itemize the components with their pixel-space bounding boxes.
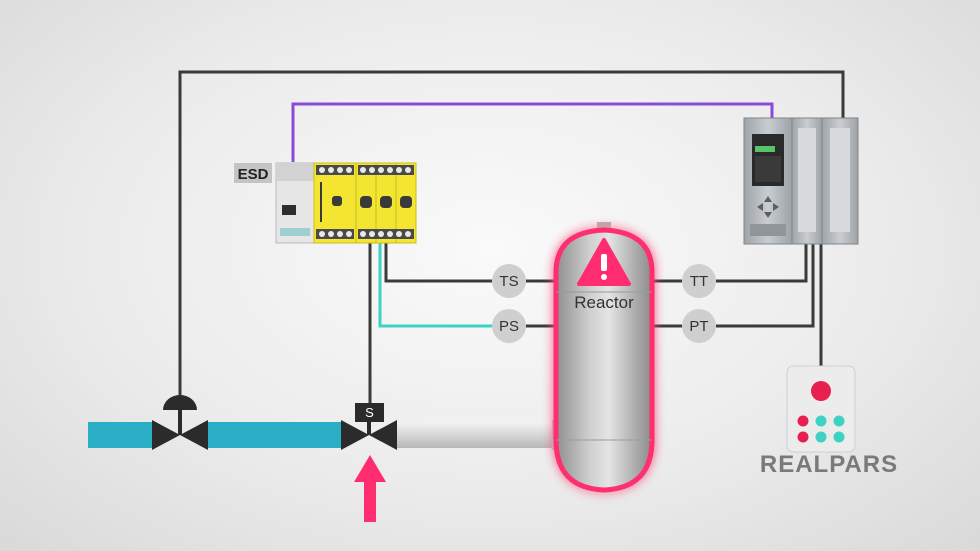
panel-button-5[interactable] bbox=[815, 431, 827, 443]
main-plc[interactable] bbox=[743, 117, 859, 245]
esd-controller[interactable]: ESD bbox=[234, 162, 417, 244]
reactor-label: Reactor bbox=[574, 293, 634, 312]
communication-bus-wire bbox=[291, 102, 774, 162]
sensor-pt-label: PT bbox=[689, 318, 708, 335]
sensor-ts[interactable]: TS bbox=[492, 264, 526, 298]
esd-label: ESD bbox=[238, 166, 269, 183]
valve-actuator bbox=[163, 395, 197, 410]
pt-plc-wire bbox=[716, 244, 815, 328]
panel-button-3[interactable] bbox=[833, 415, 845, 427]
warning-triangle-icon bbox=[577, 238, 631, 286]
esd-ts-wire bbox=[384, 238, 492, 283]
sensor-ps-label: PS bbox=[499, 318, 519, 335]
solenoid-label: S bbox=[365, 405, 374, 420]
inlet-pipe-left bbox=[88, 422, 152, 448]
sensor-tt[interactable]: TT bbox=[682, 264, 716, 298]
esd-ps-wire bbox=[378, 238, 492, 328]
piping bbox=[88, 420, 566, 450]
tt-plc-wire bbox=[716, 244, 808, 283]
esd-tag bbox=[234, 163, 272, 183]
sensor-pt[interactable]: PT bbox=[682, 309, 716, 343]
sensor-ps[interactable]: PS bbox=[492, 309, 526, 343]
panel-button-1[interactable] bbox=[797, 415, 809, 427]
brand-logo: REALPARS bbox=[760, 451, 898, 478]
panel-button-4[interactable] bbox=[797, 431, 809, 443]
actuator-signal-wire bbox=[178, 70, 845, 400]
sensor-ts-label: TS bbox=[499, 273, 518, 290]
wiring bbox=[178, 70, 845, 405]
panel-button-6[interactable] bbox=[833, 431, 845, 443]
sensor-tt-label: TT bbox=[690, 273, 708, 290]
reactor-vessel[interactable]: Reactor bbox=[553, 222, 655, 493]
inlet-pipe-middle bbox=[207, 422, 341, 448]
solenoid-box bbox=[355, 403, 384, 422]
control-valve[interactable] bbox=[152, 395, 208, 450]
plc-navigation-keys[interactable] bbox=[757, 196, 779, 218]
shutdown-valve[interactable]: S bbox=[341, 403, 397, 450]
up-arrow-icon bbox=[354, 455, 386, 522]
reactor-feed-pipe bbox=[396, 422, 566, 448]
push-button-panel[interactable] bbox=[786, 365, 856, 453]
panel-button-2[interactable] bbox=[815, 415, 827, 427]
emergency-stop-button[interactable] bbox=[811, 381, 831, 401]
